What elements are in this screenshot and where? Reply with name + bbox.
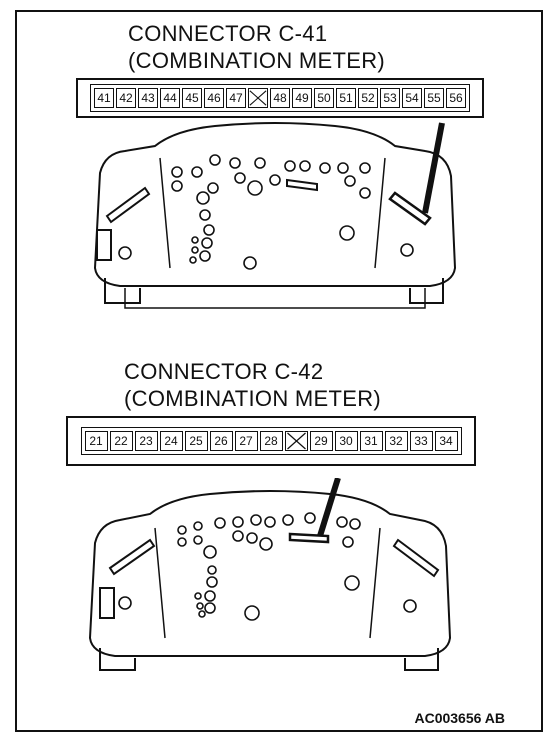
pin-46: 46 (204, 88, 224, 108)
pin-53: 53 (380, 88, 400, 108)
pin-48: 48 (270, 88, 290, 108)
pin-22: 22 (109, 431, 133, 451)
connector-c42-title: CONNECTOR C-42 (124, 359, 324, 384)
pin-31: 31 (359, 431, 383, 451)
combination-meter-c42-drawing (88, 478, 452, 671)
pin-47: 47 (226, 88, 246, 108)
pin-49: 49 (292, 88, 312, 108)
connector-c41-subtitle: (COMBINATION METER) (128, 48, 386, 73)
pin-56: 56 (446, 88, 466, 108)
pin-32: 32 (384, 431, 408, 451)
pin-44: 44 (160, 88, 180, 108)
pin-blank-cross-icon (248, 88, 268, 108)
pin-27: 27 (234, 431, 258, 451)
pin-30: 30 (334, 431, 358, 451)
pin-23: 23 (134, 431, 158, 451)
pin-28: 28 (259, 431, 283, 451)
pin-29: 29 (309, 431, 333, 451)
pin-52: 52 (358, 88, 378, 108)
pin-43: 43 (138, 88, 158, 108)
pin-blank-cross-icon (284, 431, 308, 451)
pin-55: 55 (424, 88, 444, 108)
combination-meter-c41-drawing (93, 122, 457, 309)
connector-c42-subtitle: (COMBINATION METER) (124, 386, 382, 411)
pin-21: 21 (84, 431, 108, 451)
figure-code: AC003656 AB (414, 710, 505, 726)
pin-41: 41 (94, 88, 114, 108)
pin-54: 54 (402, 88, 422, 108)
pin-26: 26 (209, 431, 233, 451)
diagram-frame (15, 10, 543, 732)
pin-24: 24 (159, 431, 183, 451)
pin-34: 34 (434, 431, 458, 451)
pin-33: 33 (409, 431, 433, 451)
pin-51: 51 (336, 88, 356, 108)
pin-50: 50 (314, 88, 334, 108)
connector-c41-title: CONNECTOR C-41 (128, 21, 328, 46)
pin-25: 25 (184, 431, 208, 451)
pin-42: 42 (116, 88, 136, 108)
pin-45: 45 (182, 88, 202, 108)
